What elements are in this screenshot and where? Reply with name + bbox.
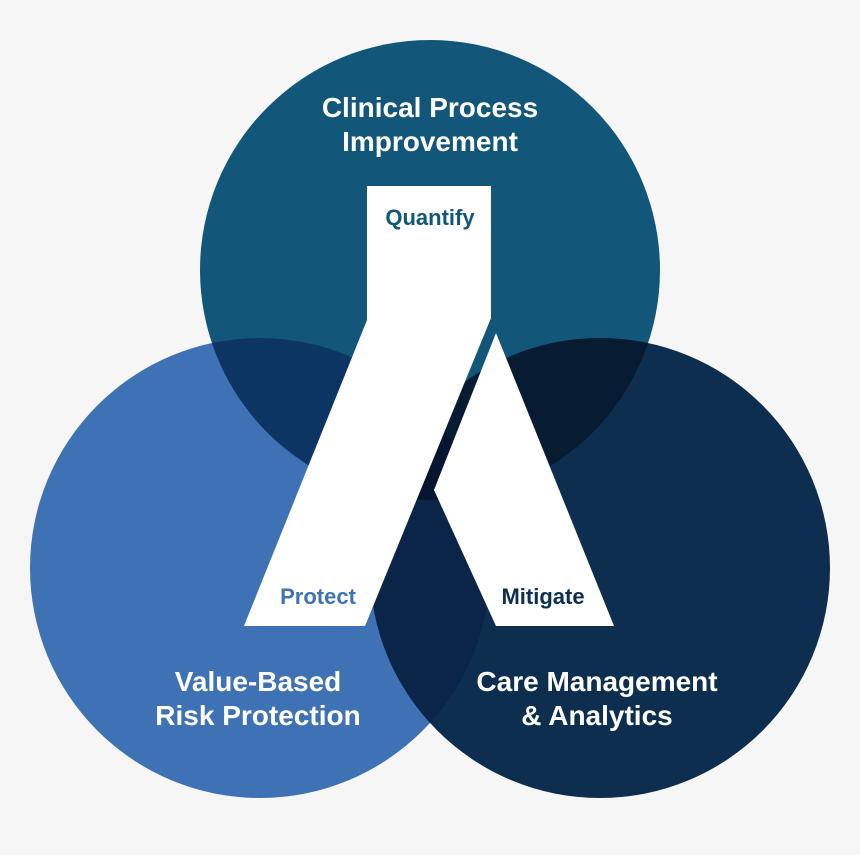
label-left-line1: Value-Based [175, 666, 342, 697]
logo-left-stroke [244, 186, 491, 626]
label-left-line2: Risk Protection [155, 700, 360, 731]
label-right-line1: Care Management [476, 666, 717, 697]
label-right-line2: & Analytics [521, 700, 672, 731]
label-quantify: Quantify [385, 205, 475, 230]
label-top-line1: Clinical Process [322, 92, 538, 123]
label-mitigate: Mitigate [501, 584, 584, 609]
label-top-line2: Improvement [342, 126, 518, 157]
logo-right-stroke [434, 333, 614, 626]
label-protect: Protect [280, 584, 356, 609]
